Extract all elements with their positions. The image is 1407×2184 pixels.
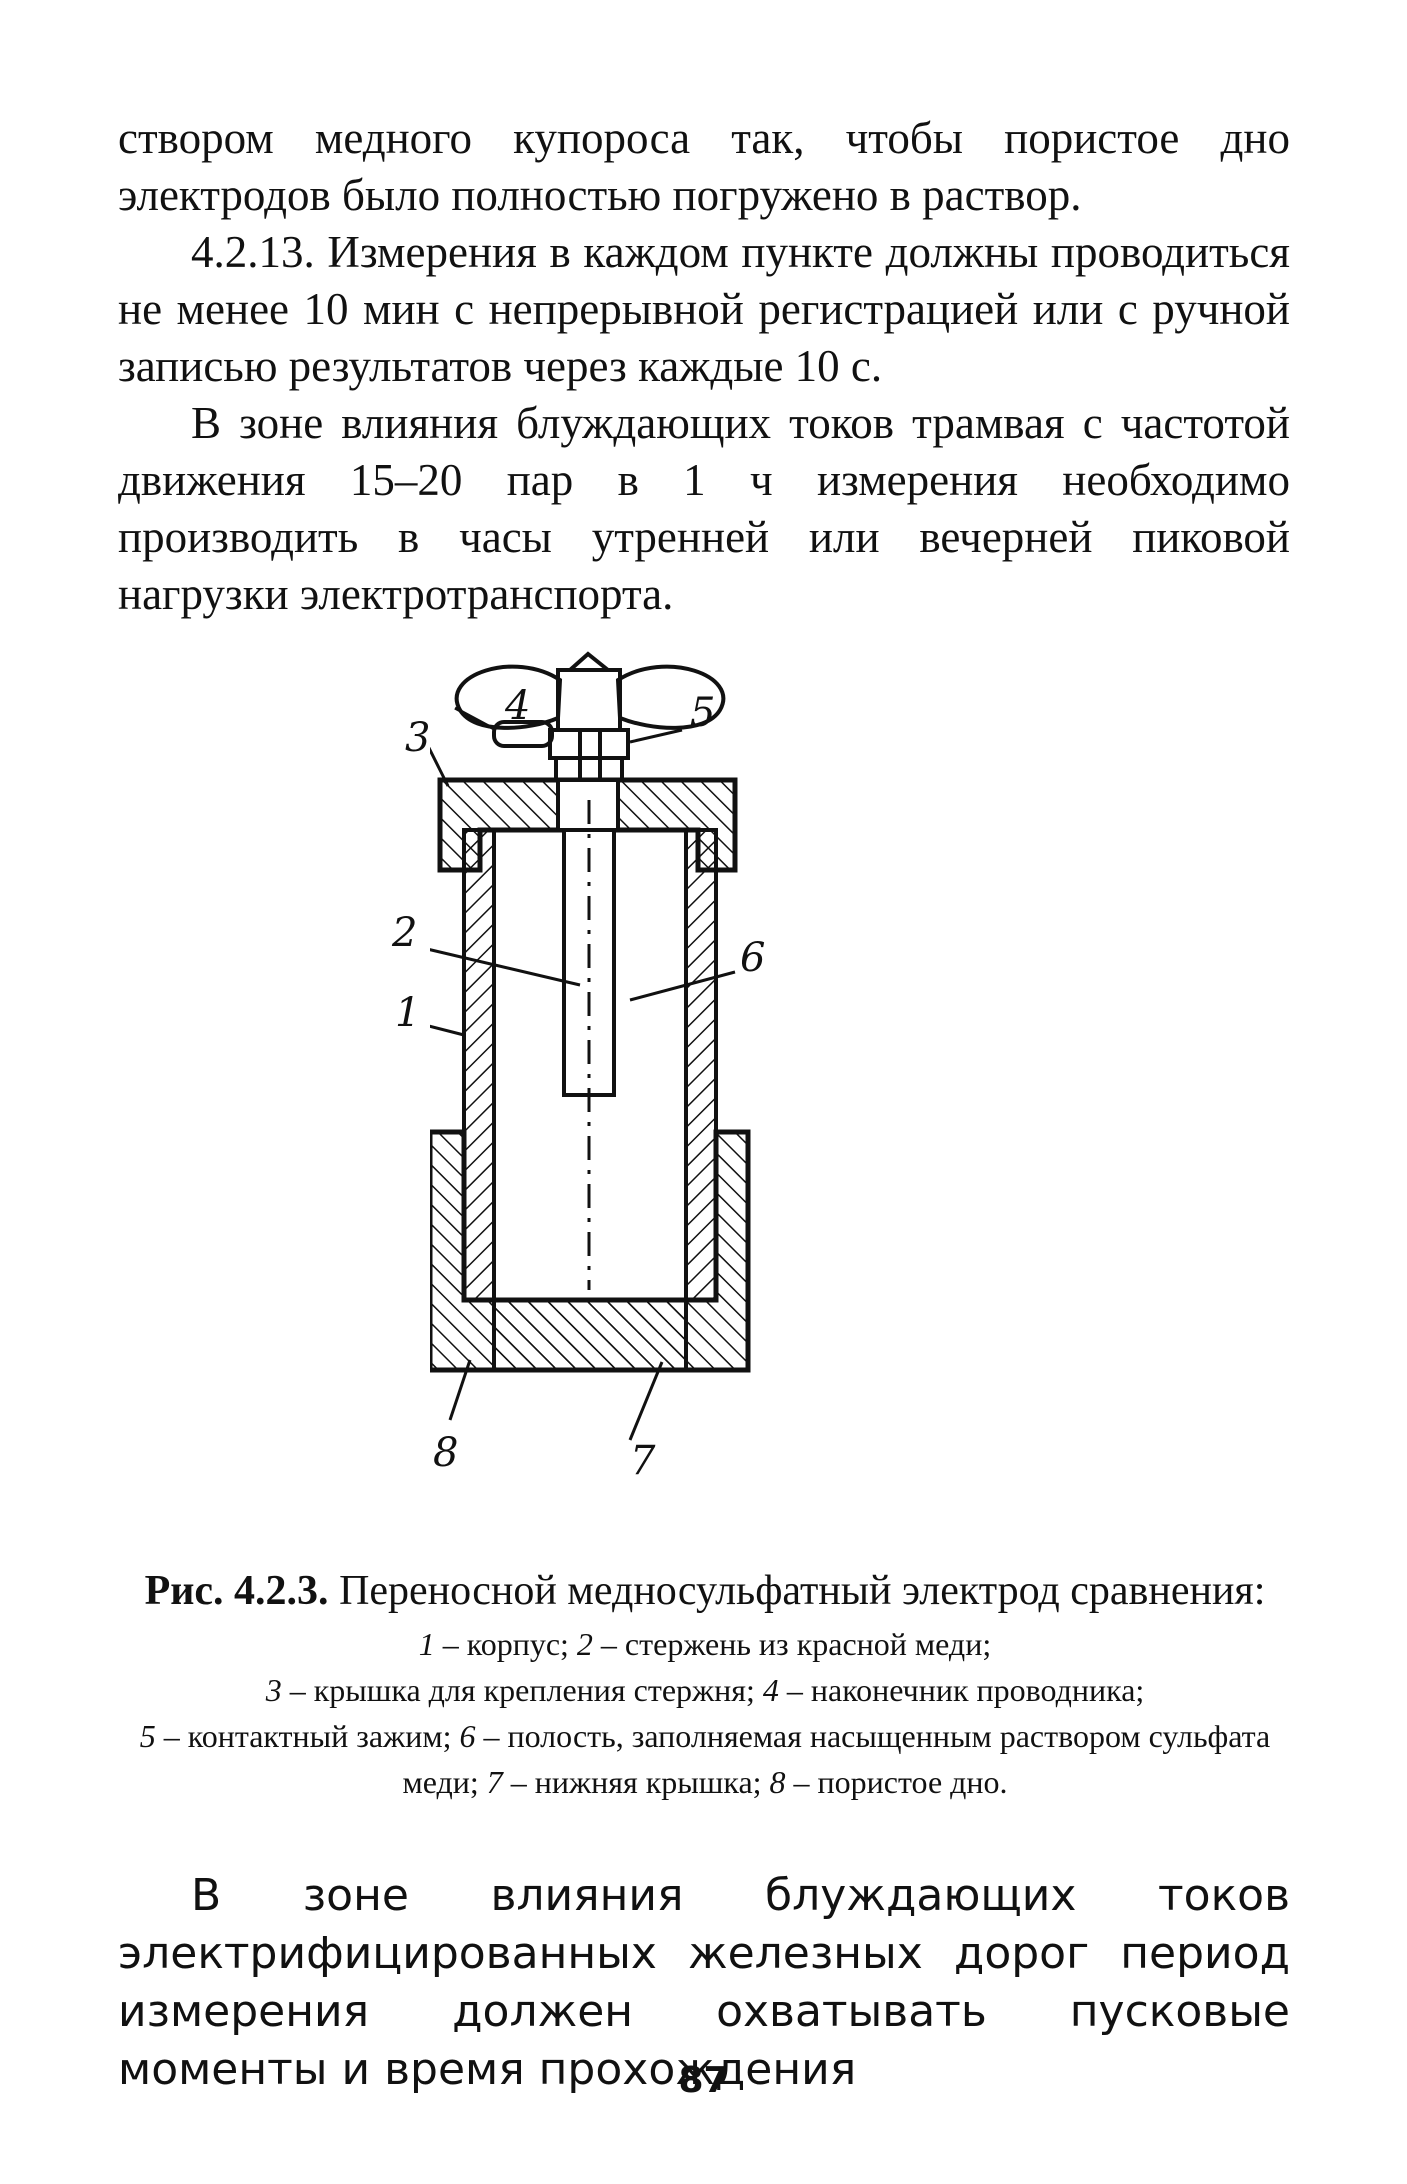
legend-num: 8 — [769, 1764, 786, 1800]
label-3: 3 — [405, 715, 431, 761]
electrode-drawing — [430, 651, 751, 1441]
paragraph-railways: В зоне влияния блуждающих токов электриф… — [118, 1870, 1290, 2095]
bottom-text: В зоне влияния блуждающих токов электриф… — [118, 1867, 1290, 2099]
legend-num: 7 — [486, 1764, 503, 1800]
legend-num: 6 — [459, 1718, 476, 1754]
legend-text: стержень из красной меди; — [624, 1626, 992, 1662]
paragraph-4-2-13: 4.2.13. Измерения в каждом пункте должны… — [118, 227, 1290, 391]
electrode-figure — [430, 650, 950, 1530]
caption-title-line: Рис. 4.2.3. Переносной медносульфатный э… — [130, 1565, 1280, 1617]
legend-text: полость, заполняемая насыщенным растворо… — [402, 1718, 1271, 1800]
leader-lines — [430, 706, 736, 1441]
legend-text: пористое дно. — [817, 1764, 1008, 1800]
copper-rod — [562, 800, 616, 1290]
legend-num: 4 — [762, 1672, 779, 1708]
caption-legend: 1 – корпус; 2 – стержень из красной меди… — [139, 1626, 1271, 1800]
label-1: 1 — [395, 990, 421, 1036]
label-2: 2 — [392, 910, 418, 956]
legend-num: 5 — [139, 1718, 156, 1754]
figure-caption: Рис. 4.2.3. Переносной медносульфатный э… — [130, 1565, 1280, 1805]
legend-text: контактный зажим; — [187, 1718, 452, 1754]
legend-num: 3 — [265, 1672, 282, 1708]
wing-nut — [454, 651, 726, 732]
legend-num: 2 — [576, 1626, 593, 1662]
paragraph-continuation: створом медного купороса так, чтобы пори… — [118, 113, 1290, 220]
figure-number: Рис. 4.2.3. — [144, 1568, 329, 1614]
legend-num: 1 — [418, 1626, 435, 1662]
paragraph-tram: В зоне влияния блуждающих токов трамвая … — [118, 398, 1290, 619]
legend-text: крышка для крепления стержня; — [313, 1672, 755, 1708]
conductor-tip — [492, 720, 554, 748]
caption-title: Переносной медносульфатный электрод срав… — [339, 1568, 1266, 1614]
legend-text: наконечник проводника; — [810, 1672, 1145, 1708]
porous-bottom — [492, 1298, 688, 1372]
legend-text: корпус; — [466, 1626, 569, 1662]
legend-text: нижняя крышка; — [534, 1764, 762, 1800]
page-number: 87 — [678, 2060, 729, 2101]
contact-clamp — [548, 728, 630, 782]
top-text: створом медного купороса так, чтобы пори… — [118, 110, 1290, 623]
